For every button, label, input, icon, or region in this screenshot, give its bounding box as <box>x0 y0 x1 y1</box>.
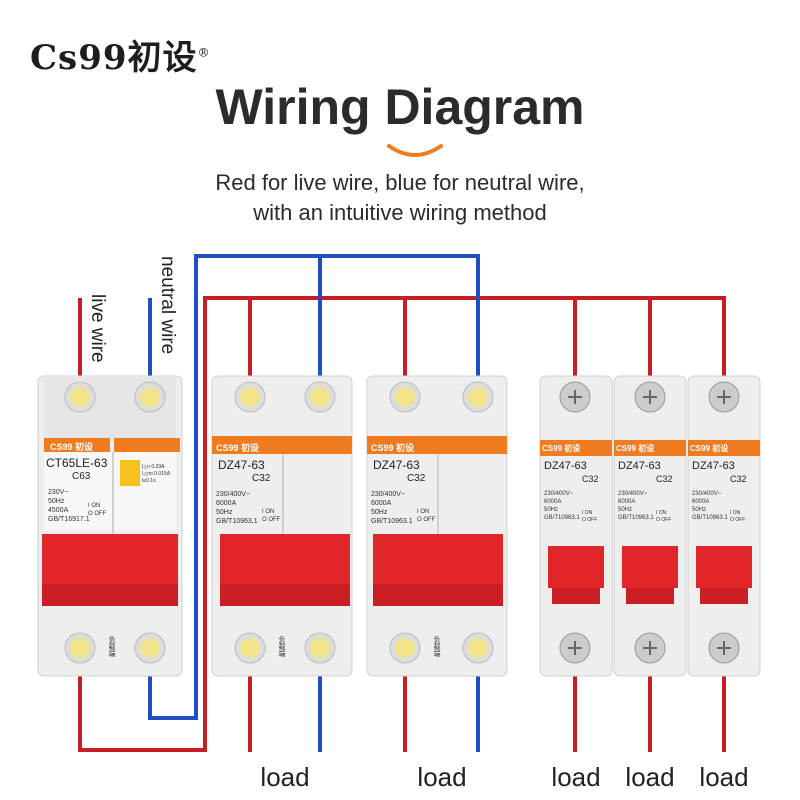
breaker-2-rating: C32 <box>252 473 271 484</box>
breaker-4-brand: CS99 初设 <box>542 444 581 453</box>
breaker-dz47-1p-b <box>613 375 687 677</box>
breaker-5-brand: CS99 初设 <box>616 444 655 453</box>
breaker-5-rating: C32 <box>656 474 673 484</box>
brand-logo: Cs99初设® <box>30 38 211 78</box>
load-label-2: load <box>417 762 467 792</box>
breaker-dz47-2p-a <box>211 375 353 677</box>
subtitle-line-2: with an intuitive wiring method <box>253 200 547 225</box>
live-wire-main-bus <box>78 296 726 752</box>
breaker-5-model: DZ47-63 <box>618 460 661 472</box>
breaker-1-model: CT65LE-63 <box>46 456 108 470</box>
page-subtitle: Red for live wire, blue for neutral wire… <box>0 168 800 228</box>
neutral-wire-bus <box>148 254 480 720</box>
breaker-1-rating: C63 <box>72 471 91 482</box>
breaker-6-brand: CS99 初设 <box>690 444 729 453</box>
load-label-4: load <box>625 762 675 792</box>
live-wire-label: live wire <box>87 294 108 363</box>
load-label-3: load <box>551 762 601 792</box>
breaker-4-rating: C32 <box>582 474 599 484</box>
breaker-dz47-1p-c <box>687 375 761 677</box>
neutral-wire-label: neutral wire <box>157 256 178 355</box>
breaker-3-rating: C32 <box>407 473 426 484</box>
subtitle-line-1: Red for live wire, blue for neutral wire… <box>215 170 585 195</box>
breaker-6-rating: C32 <box>730 474 747 484</box>
breaker-3-brand: CS99 初设 <box>371 443 415 453</box>
load-label-1: load <box>260 762 310 792</box>
smile-underline-icon <box>387 144 443 157</box>
breaker-dz47-1p-a <box>539 375 613 677</box>
breaker-2-brand: CS99 初设 <box>216 443 260 453</box>
breaker-3-model: DZ47-63 <box>373 458 420 472</box>
breaker-ct65le <box>37 375 183 677</box>
breaker-6-model: DZ47-63 <box>692 460 735 472</box>
breaker-2-load-side-label: 负载端 <box>278 636 285 657</box>
breaker-4-model: DZ47-63 <box>544 460 587 472</box>
breaker-3-load-side-label: 负载端 <box>433 636 440 657</box>
breaker-2-model: DZ47-63 <box>218 458 265 472</box>
load-label-5: load <box>699 762 749 792</box>
breaker-1-brand: CS99 初设 <box>50 442 94 452</box>
breaker-dz47-2p-b <box>366 375 508 677</box>
page-title: Wiring Diagram <box>215 79 585 135</box>
breaker-1-load-side-label: 负载端 <box>108 636 115 657</box>
